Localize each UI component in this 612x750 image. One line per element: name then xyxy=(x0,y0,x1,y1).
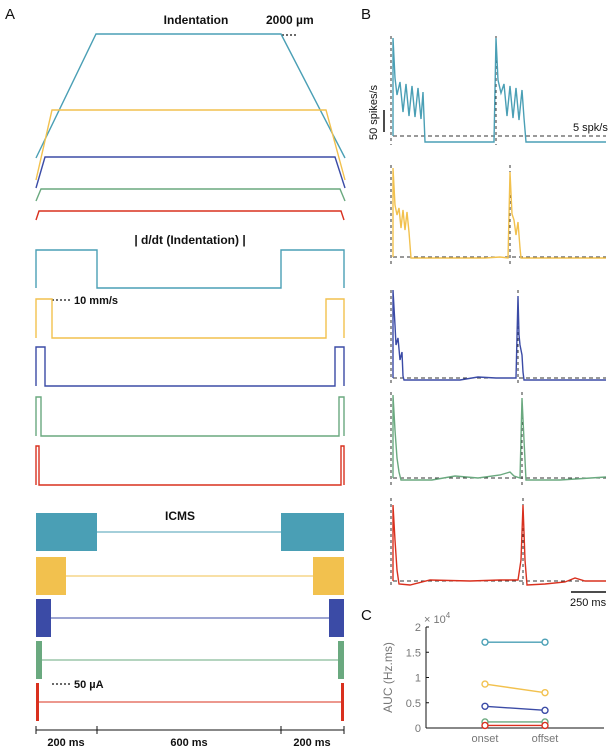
auc-y-tick-label: 2 xyxy=(415,622,421,634)
auc-data-point xyxy=(481,702,489,710)
icms-offset-burst-cyan xyxy=(281,513,344,551)
time-label-onset: 200 ms xyxy=(47,737,84,749)
icms-onset-burst-cyan xyxy=(36,513,97,551)
auc-data-point xyxy=(541,638,549,646)
rate-trace-yellow xyxy=(392,167,606,259)
auc-data-point xyxy=(481,721,489,730)
auc-y-tick-label: 1 xyxy=(415,673,421,685)
auc-data-point xyxy=(481,638,489,646)
velocity-trace-cyan xyxy=(35,249,345,289)
icms-title: ICMS xyxy=(165,509,195,523)
auc-data-point xyxy=(481,680,489,688)
indentation-trace-green xyxy=(35,188,346,202)
auc-y-multiplier-base: × 10 xyxy=(424,614,446,626)
icms-onset-burst-green xyxy=(36,641,42,679)
auc-data-point xyxy=(541,721,549,730)
auc-series-line xyxy=(484,705,546,712)
indentation-trace-yellow xyxy=(35,109,346,181)
auc-data-point xyxy=(541,688,549,697)
icms-offset-burst-red xyxy=(341,683,344,721)
velocity-scale-label: 10 mm/s xyxy=(74,295,118,307)
icms-onset-burst-yellow xyxy=(36,557,66,595)
velocity-trace-green xyxy=(35,396,345,437)
firing-rate-traces: 50 spikes/s 5 spk/s xyxy=(368,36,608,609)
indentation-trace-red xyxy=(35,210,345,221)
panel-label-b: B xyxy=(361,6,371,23)
auc-data-point xyxy=(541,706,549,715)
icms-offset-burst-blue xyxy=(329,599,344,637)
indentation-scale-label: 2000 µm xyxy=(266,13,314,27)
time-scale-label: 250 ms xyxy=(570,597,607,609)
indentation-traces: Indentation 2000 µm xyxy=(35,13,346,221)
velocity-trace-yellow xyxy=(35,298,345,339)
icms-traces: ICMS 50 µA xyxy=(36,509,344,721)
auc-series-line xyxy=(484,683,546,694)
stimulus-markers xyxy=(390,36,524,586)
velocity-traces: | d/dt (Indentation) | 10 mm/s xyxy=(35,233,345,486)
icms-offset-burst-green xyxy=(338,641,344,679)
panel-label-c: C xyxy=(361,607,372,624)
velocity-trace-red xyxy=(35,445,345,486)
velocity-title: | d/dt (Indentation) | xyxy=(134,233,245,247)
rate-scale-label: 50 spikes/s xyxy=(368,84,380,140)
panel-label-a: A xyxy=(5,6,15,23)
indentation-trace-blue xyxy=(35,156,346,189)
auc-y-multiplier-exponent: 4 xyxy=(446,611,451,620)
auc-y-axis-label: AUC (Hz.ms) xyxy=(381,642,395,713)
rate-trace-green xyxy=(392,394,607,481)
time-label-sustained: 600 ms xyxy=(170,737,207,749)
rate-trace-blue xyxy=(392,289,606,381)
icms-offset-burst-yellow xyxy=(313,557,344,595)
rate-baseline-label: 5 spk/s xyxy=(573,122,608,134)
icms-onset-burst-blue xyxy=(36,599,51,637)
auc-x-tick-label: offset xyxy=(532,733,559,745)
rate-trace-red xyxy=(392,504,606,586)
auc-y-tick-label: 1.5 xyxy=(406,647,421,659)
auc-y-tick-label: 0.5 xyxy=(406,698,421,710)
icms-onset-burst-red xyxy=(36,683,39,721)
auc-chart: AUC (Hz.ms) × 104 0 0.5 1 1.5 2 onset offset xyxy=(381,611,604,745)
rate-trace-cyan xyxy=(392,37,606,143)
time-axis: 200 ms 600 ms 200 ms xyxy=(35,726,345,749)
auc-x-tick-label: onset xyxy=(472,733,499,745)
auc-y-tick-label: 0 xyxy=(415,723,421,735)
time-label-offset: 200 ms xyxy=(293,737,330,749)
auc-y-multiplier: × 104 xyxy=(424,611,451,626)
icms-scale-label: 50 µA xyxy=(74,679,104,691)
indentation-title: Indentation xyxy=(164,13,229,27)
velocity-trace-blue xyxy=(35,346,345,387)
indentation-trace-cyan xyxy=(35,33,346,159)
baselines xyxy=(393,135,606,582)
